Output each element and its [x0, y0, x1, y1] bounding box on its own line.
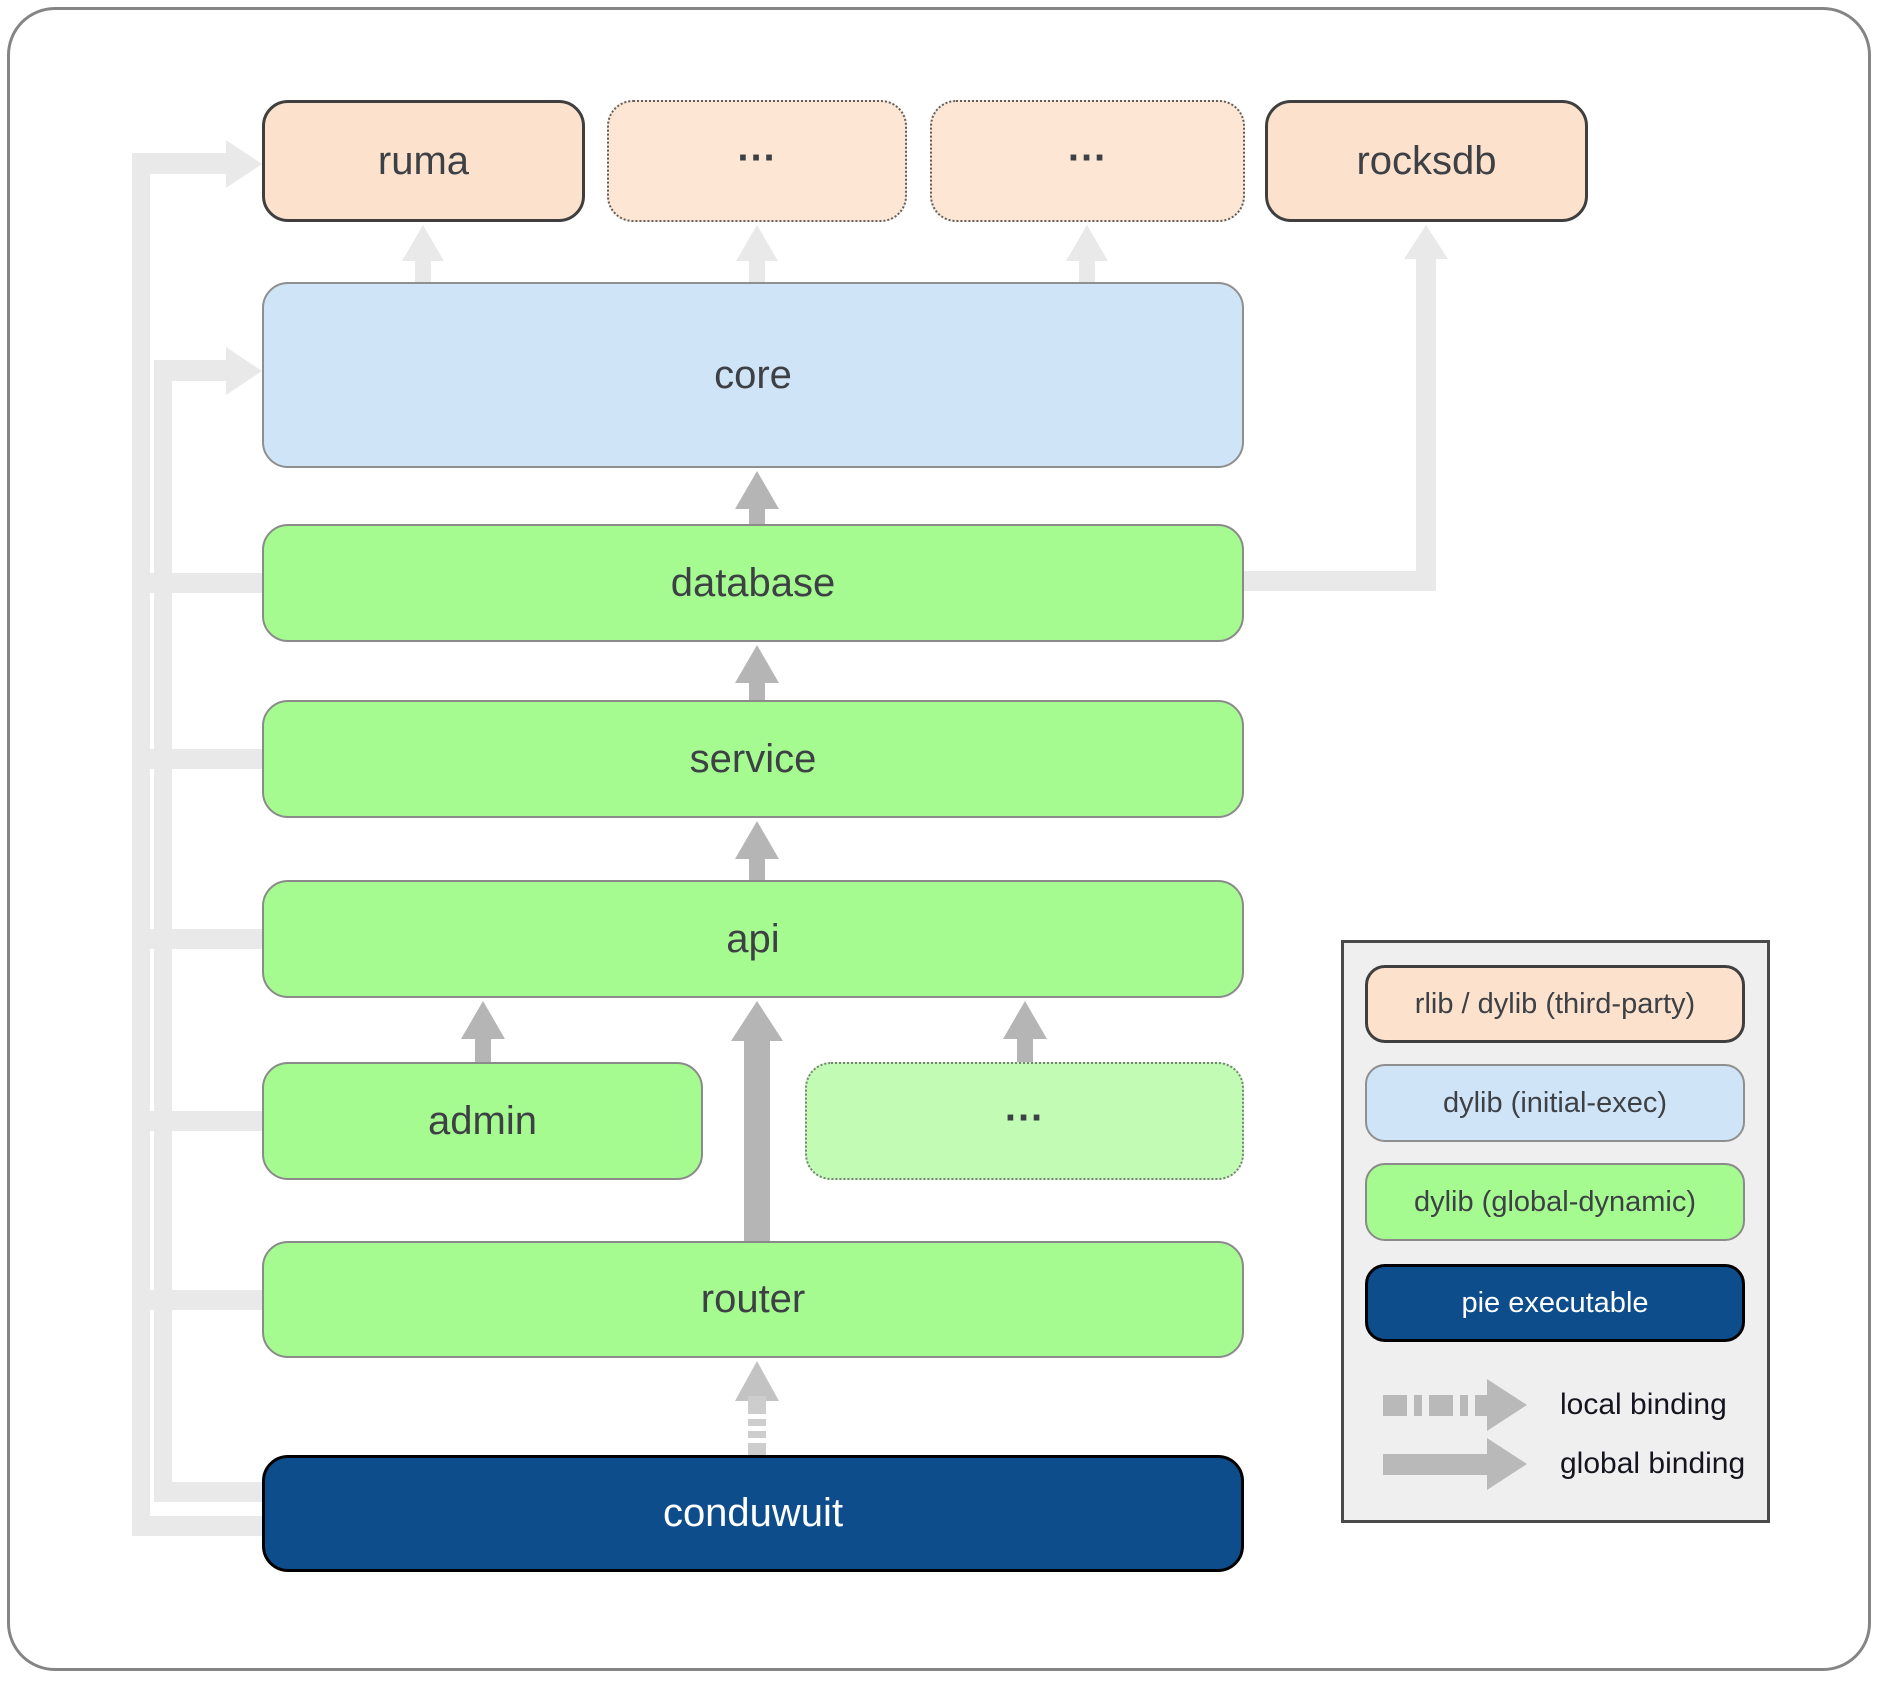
node-router: router: [262, 1241, 1244, 1358]
arrowhead-conduwuit-to-router: [735, 1358, 779, 1401]
binding-bundle-vertical-outer: [132, 153, 150, 1536]
arrowhead-core-to-dots-2: [1066, 222, 1108, 261]
binding-stub-api: [150, 929, 264, 949]
node-rocksdb-label: rocksdb: [1356, 138, 1497, 183]
node-router-label: router: [700, 1277, 806, 1321]
binding-arm-conduwuit-outer: [132, 1516, 264, 1536]
legend-local-binding-text: local binding: [1560, 1388, 1727, 1421]
legend-global-binding-arrow-head: [1487, 1438, 1527, 1490]
legend-local-binding-arrow-shaft: [1383, 1395, 1487, 1416]
arrowhead-into-rocksdb: [1404, 222, 1448, 259]
node-rocksdb: rocksdb: [1265, 100, 1588, 222]
node-core: core: [262, 282, 1244, 468]
edge-database-rocksdb-horizontal: [1244, 571, 1436, 591]
binding-stub-router: [150, 1290, 264, 1310]
legend-item-third-party: rlib / dylib (third-party): [1365, 965, 1745, 1043]
legend-item-pie-executable-label: pie executable: [1461, 1286, 1649, 1319]
binding-stub-database: [150, 573, 264, 593]
legend-item-global-dynamic-label: dylib (global-dynamic): [1413, 1185, 1697, 1218]
edge-database-rocksdb-vertical: [1416, 254, 1436, 591]
legend-global-binding-label: global binding: [1560, 1446, 1745, 1482]
node-ruma: ruma: [262, 100, 585, 222]
node-core-label: core: [714, 352, 792, 397]
node-database-label: database: [670, 560, 836, 605]
node-service: service: [262, 700, 1244, 818]
legend-item-pie-executable: pie executable: [1365, 1264, 1745, 1342]
legend-item-initial-exec-label: dylib (initial-exec): [1442, 1086, 1667, 1119]
legend-item-third-party-label: rlib / dylib (third-party): [1414, 987, 1696, 1020]
node-admin: admin: [262, 1062, 703, 1180]
arrowhead-router-to-api: [731, 998, 783, 1041]
arrowhead-into-ruma: [226, 140, 265, 188]
legend-local-binding-arrow-head: [1487, 1379, 1527, 1431]
legend-global-binding-text: global binding: [1560, 1447, 1746, 1480]
edge-admin-to-api-shaft: [475, 1034, 491, 1064]
legend: rlib / dylib (third-party) dylib (initia…: [1341, 940, 1770, 1523]
binding-stub-admin: [150, 1111, 264, 1131]
legend-global-binding-arrow-shaft: [1383, 1454, 1487, 1475]
edge-database-to-core-shaft: [749, 504, 765, 526]
node-dots-top-1-label: ...: [737, 125, 777, 169]
edge-core-to-dots-1-shaft: [749, 256, 765, 283]
arrowhead-into-core: [226, 347, 265, 395]
node-dots-top-1: ...: [607, 100, 907, 222]
node-dots-top-2-label: ...: [1067, 125, 1108, 169]
binding-stub-service: [150, 749, 264, 769]
node-ruma-label: ruma: [377, 138, 470, 183]
edge-router-to-api-shaft: [744, 1036, 770, 1243]
edge-api-to-service-shaft: [749, 854, 765, 882]
node-service-label: service: [689, 736, 817, 781]
node-dots-mid-label: ...: [1004, 1085, 1045, 1129]
edge-conduwuit-dash-gap-2: [748, 1426, 766, 1431]
edge-service-to-database-shaft: [749, 678, 765, 702]
node-dots-mid: ...: [805, 1062, 1244, 1180]
edge-dots-to-api-shaft: [1017, 1034, 1033, 1064]
binding-arm-ruma: [132, 153, 228, 174]
legend-item-initial-exec: dylib (initial-exec): [1365, 1064, 1745, 1142]
arrowhead-core-to-dots-1: [736, 222, 778, 261]
node-database: database: [262, 524, 1244, 642]
node-api-label: api: [726, 916, 780, 961]
binding-arm-core: [154, 360, 228, 381]
arrowhead-api-to-service: [735, 818, 779, 859]
arrowhead-admin-to-api: [461, 998, 505, 1039]
arrowhead-database-to-core: [735, 468, 779, 509]
node-conduwuit: conduwuit: [262, 1455, 1244, 1572]
node-api: api: [262, 880, 1244, 998]
arrowhead-core-to-ruma: [402, 222, 444, 261]
binding-arm-conduwuit-inner: [154, 1482, 264, 1502]
legend-local-binding-label: local binding: [1560, 1387, 1727, 1423]
edge-conduwuit-dash-gap-3: [748, 1438, 766, 1443]
edge-core-to-ruma-shaft: [415, 256, 431, 283]
node-dots-top-2: ...: [930, 100, 1245, 222]
node-admin-label: admin: [428, 1098, 537, 1143]
edge-core-to-dots-2-shaft: [1079, 256, 1095, 283]
arrowhead-service-to-database: [735, 642, 779, 683]
legend-item-global-dynamic: dylib (global-dynamic): [1365, 1163, 1745, 1241]
edge-conduwuit-dash-gap-1: [748, 1414, 766, 1419]
node-conduwuit-label: conduwuit: [662, 1491, 844, 1535]
arrowhead-dots-to-api: [1003, 998, 1047, 1039]
